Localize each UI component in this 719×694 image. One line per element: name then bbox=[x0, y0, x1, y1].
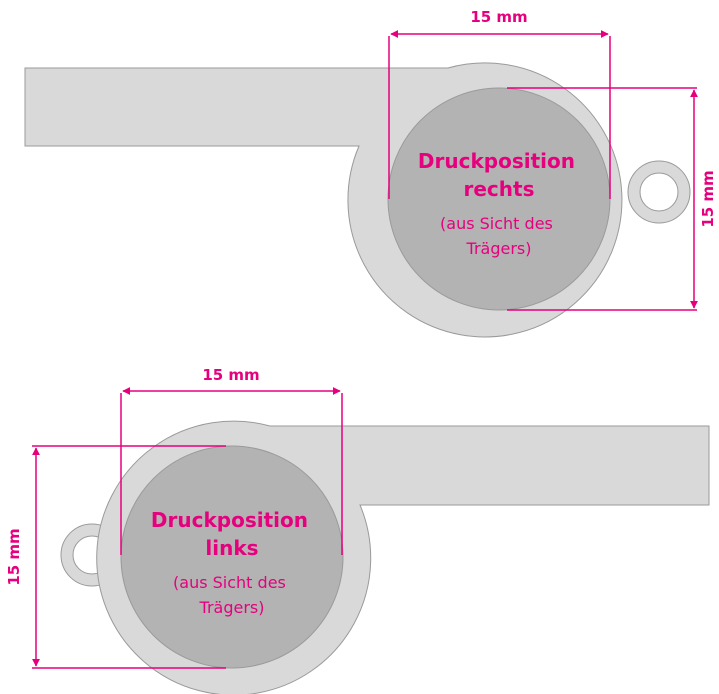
height-dimension-bottom bbox=[32, 445, 226, 669]
width-label-bottom: 15 mm bbox=[202, 366, 259, 384]
height-label-bottom: 15 mm bbox=[5, 528, 23, 585]
height-dimension-top bbox=[507, 87, 698, 311]
height-label-top: 15 mm bbox=[699, 170, 717, 227]
print-position-title-top: Druckposition rechts bbox=[418, 149, 580, 201]
whistle-right-view: 15 mm 15 mm Druckposition rechts (aus Si… bbox=[24, 8, 717, 338]
whistle-left-view: 15 mm 15 mm Druckposition links (aus Sic… bbox=[5, 366, 710, 694]
print-position-note-top: (aus Sicht des Trägers) bbox=[440, 214, 558, 258]
width-label-top: 15 mm bbox=[470, 8, 527, 26]
print-position-note-bottom: (aus Sicht des Trägers) bbox=[173, 573, 291, 617]
print-position-title-bottom: Druckposition links bbox=[151, 508, 313, 560]
whistle-ring-fill bbox=[628, 161, 690, 223]
print-area-left bbox=[120, 445, 344, 669]
width-dimension-bottom bbox=[120, 387, 343, 555]
width-dimension-top bbox=[388, 30, 611, 199]
